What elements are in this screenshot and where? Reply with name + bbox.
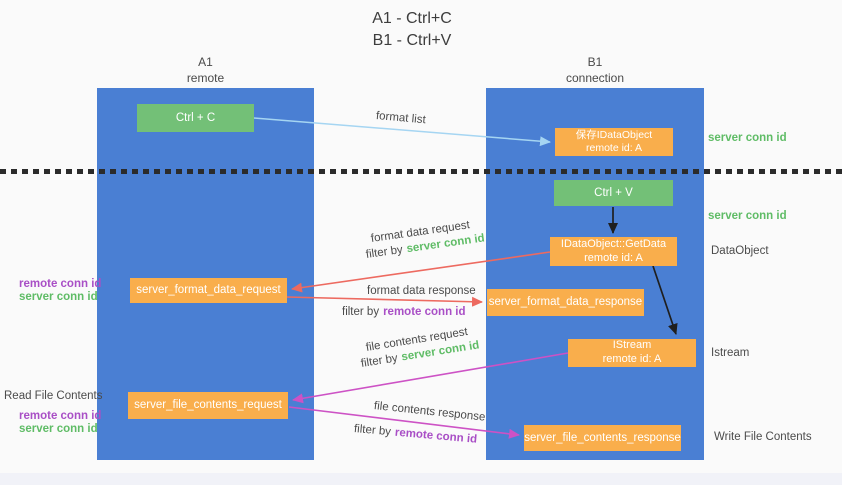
node-file-response-label: server_file_contents_response — [524, 431, 681, 444]
diagram-title: A1 - Ctrl+C B1 - Ctrl+V — [312, 8, 512, 51]
node-format-response-label: server_format_data_response — [488, 296, 643, 309]
node-save-idataobject: 保存IDataObject remote id: A — [555, 128, 673, 156]
server-conn-id-label-mid: server conn id — [708, 210, 787, 222]
format-data-response-label: format data response — [367, 285, 476, 297]
node-format-request-label: server_format_data_request — [136, 284, 281, 297]
node-ctrl-v: Ctrl + V — [554, 180, 673, 206]
filter-by-text: filter by — [360, 352, 399, 370]
node-istream: IStream remote id: A — [568, 339, 696, 367]
node-file-request-label: server_file_contents_request — [134, 399, 282, 412]
node-ctrl-v-label: Ctrl + V — [594, 186, 633, 199]
server-conn-id-label-file: server conn id — [19, 423, 98, 435]
remote-conn-id-label-file: remote conn id — [19, 410, 102, 422]
node-server-format-data-response: server_format_data_response — [487, 289, 644, 316]
filter-by-text: filter by — [365, 243, 404, 261]
title-line-1: A1 - Ctrl+C — [372, 10, 452, 27]
file-contents-response-label: file contents response — [373, 400, 486, 424]
column-a1-name: A1 — [198, 55, 213, 69]
title-line-2: B1 - Ctrl+V — [372, 31, 452, 49]
node-save-idataobject-line1: 保存IDataObject — [575, 128, 653, 141]
node-getdata-line2: remote id: A — [584, 251, 643, 264]
server-conn-id-label-top: server conn id — [708, 132, 787, 144]
node-server-file-contents-request: server_file_contents_request — [128, 392, 288, 419]
filter-by-text: filter by — [342, 306, 380, 318]
column-header-a1: A1 remote — [97, 55, 314, 86]
node-server-file-contents-response: server_file_contents_response — [524, 425, 681, 451]
node-istream-line1: IStream — [612, 339, 652, 352]
dashed-divider-line — [0, 169, 842, 174]
filter-by-text: filter by — [353, 423, 392, 439]
dataobject-label: DataObject — [711, 245, 769, 257]
footer-strip — [0, 473, 842, 485]
column-b1-role: connection — [565, 70, 625, 85]
node-getdata-line1: IDataObject::GetData — [560, 237, 667, 250]
remote-conn-id-label-format: remote conn id — [19, 278, 102, 290]
column-b1-name: B1 — [587, 55, 603, 69]
node-save-idataobject-line2: remote id: A — [585, 142, 643, 154]
format-list-label: format list — [375, 110, 427, 127]
node-server-format-data-request: server_format_data_request — [130, 278, 287, 303]
remote-conn-id-text: remote conn id — [394, 426, 478, 446]
node-ctrl-c: Ctrl + C — [137, 104, 254, 132]
node-idataobject-getdata: IDataObject::GetData remote id: A — [550, 237, 677, 266]
server-conn-id-label-format: server conn id — [19, 291, 98, 303]
read-file-contents-label: Read File Contents — [4, 390, 103, 402]
arrow-format-data-response — [286, 296, 483, 307]
column-header-b1: B1 connection — [486, 55, 704, 86]
node-ctrl-c-label: Ctrl + C — [175, 111, 216, 124]
column-a1-role: remote — [186, 70, 225, 85]
remote-conn-id-text: remote conn id — [383, 306, 466, 318]
istream-label: Istream — [711, 347, 750, 359]
node-istream-line2: remote id: A — [602, 353, 662, 365]
write-file-contents-label: Write File Contents — [714, 431, 812, 443]
